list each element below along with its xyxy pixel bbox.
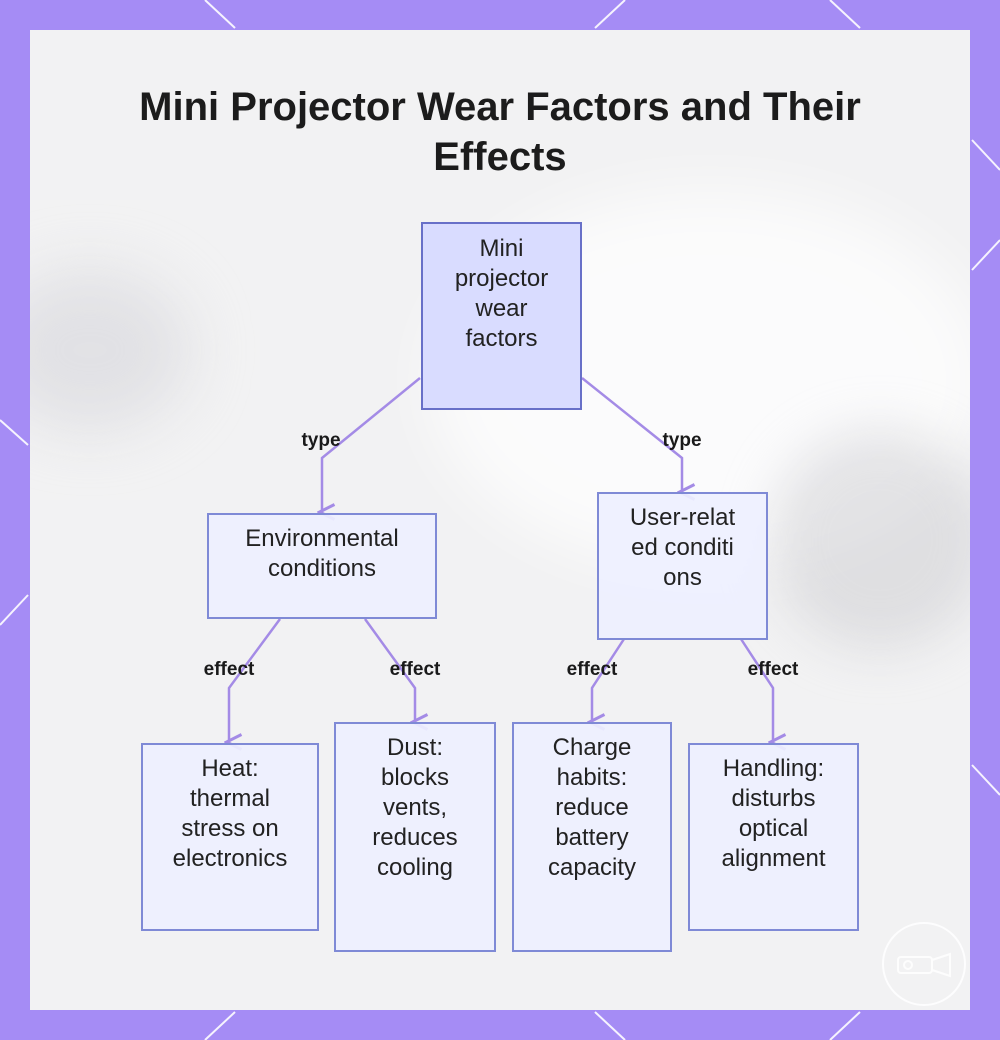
node-heat-label: Heat: thermal stress on electronics (172, 755, 288, 872)
background-blur-shape (770, 430, 970, 650)
frame-stripe (204, 1011, 236, 1040)
frame-stripe (971, 764, 1000, 796)
edge-label-type-left: type (301, 430, 341, 451)
frame-stripe (594, 0, 626, 29)
node-dust-label: Dust: blocks vents, reduces cooling (372, 734, 458, 881)
node-heat: Heat: thermal stress on electronics (141, 743, 319, 931)
node-root: Mini projector wear factors (421, 222, 582, 410)
node-root-label: Mini projector wear factors (454, 235, 549, 352)
edge-label-effect-dust: effect (389, 659, 441, 680)
frame-stripe (594, 1011, 626, 1040)
projector-icon (897, 952, 951, 978)
frame-stripe (204, 0, 236, 29)
frame-stripe (829, 0, 861, 29)
watermark-logo (882, 922, 966, 1006)
node-environmental-label: Environmental conditions (245, 525, 399, 582)
node-charge: Charge habits: reduce battery capacity (512, 722, 672, 952)
edge-label-effect-heat: effect (203, 659, 255, 680)
frame-stripe (971, 239, 1000, 271)
node-handling: Handling: disturbs optical alignment (688, 743, 859, 931)
background-blur-shape (30, 270, 190, 430)
node-dust: Dust: blocks vents, reduces cooling (334, 722, 496, 952)
frame-stripe (0, 419, 29, 446)
node-charge-label: Charge habits: reduce battery capacity (548, 734, 637, 881)
node-environmental: Environmental conditions (207, 513, 437, 619)
node-handling-label: Handling: disturbs optical alignment (721, 755, 826, 872)
node-user: User-related conditions (597, 492, 768, 640)
edge-label-effect-charge: effect (566, 659, 618, 680)
edge-label-type-right: type (662, 430, 702, 451)
frame-stripe (0, 594, 29, 626)
frame-stripe (971, 139, 1000, 171)
diagram-title: Mini Projector Wear Factors and Their Ef… (139, 85, 861, 179)
node-user-label: User-related conditions (629, 504, 736, 591)
edge-label-effect-handling: effect (747, 659, 799, 680)
frame-stripe (829, 1011, 861, 1040)
